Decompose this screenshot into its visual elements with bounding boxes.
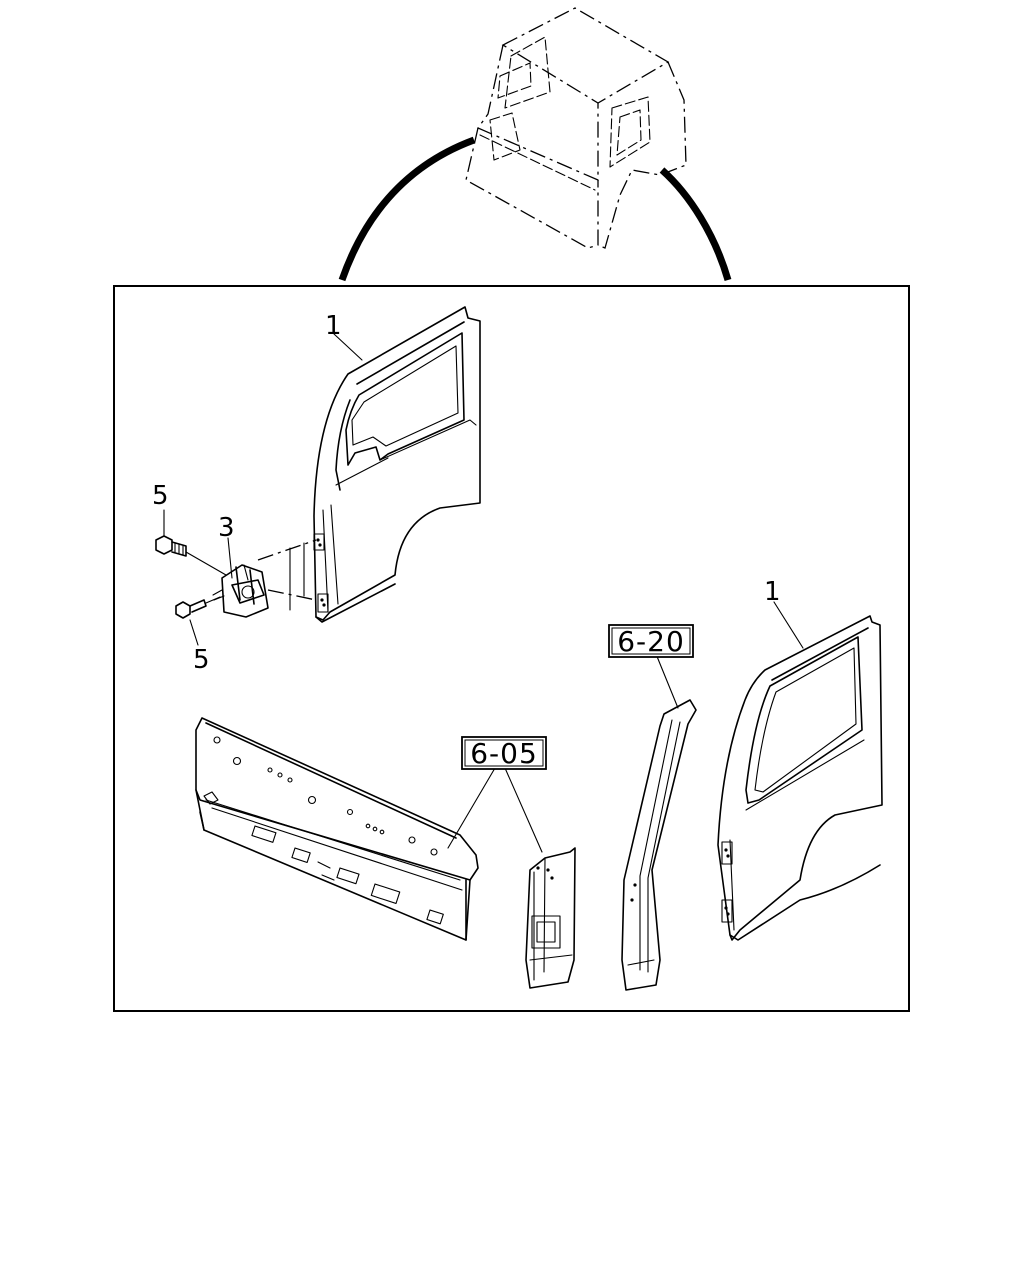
detail-frame bbox=[113, 285, 910, 1012]
cross-panel bbox=[195, 717, 479, 941]
alignment-line bbox=[257, 539, 317, 561]
callout-hinge: 3 bbox=[218, 513, 235, 543]
ref-label-6-20: 6-20 bbox=[617, 625, 685, 658]
ref-box-6-20[interactable]: 6-20 bbox=[608, 624, 694, 658]
ref-box-6-05[interactable]: 6-05 bbox=[461, 736, 547, 770]
connector-arc-left bbox=[338, 136, 476, 282]
connector-arc-right bbox=[659, 167, 732, 281]
callout-door-left: 1 bbox=[325, 311, 342, 341]
door-right bbox=[717, 615, 883, 941]
alignment-line bbox=[267, 589, 317, 601]
bolt-upper bbox=[155, 535, 227, 576]
leader-lines bbox=[163, 333, 804, 853]
alignment-bracket bbox=[289, 542, 305, 611]
a-pillar bbox=[621, 699, 697, 991]
cab-overview bbox=[465, 7, 687, 249]
ref-label-6-05: 6-05 bbox=[470, 737, 538, 770]
corner-panel bbox=[525, 847, 576, 989]
hinge bbox=[212, 564, 269, 618]
bolt-lower bbox=[175, 596, 221, 619]
door-left bbox=[313, 306, 481, 623]
callout-bolt-upper: 5 bbox=[152, 481, 169, 511]
callout-bolt-lower: 5 bbox=[193, 645, 210, 675]
callout-door-right: 1 bbox=[764, 577, 781, 607]
